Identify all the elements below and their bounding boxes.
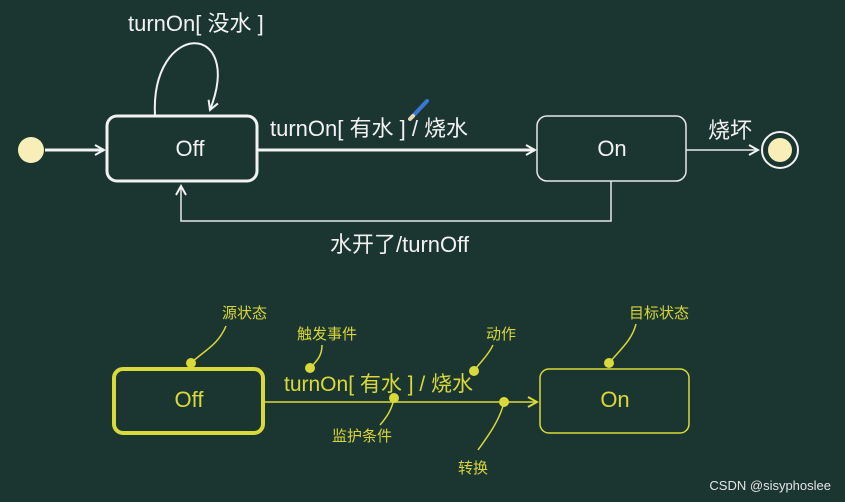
final-state: [761, 131, 799, 169]
annotation-transition: 转换: [458, 397, 509, 477]
self-loop-arrow: [153, 42, 219, 117]
annotation-trigger-event-label: 触发事件: [297, 325, 357, 343]
off-state-label: Off: [176, 136, 206, 161]
bottom-diagram: Off turnOn[ 有水 ] / 烧水 On 源状态 触发事件 动作: [112, 304, 690, 477]
annotation-target-state: 目标状态: [604, 304, 689, 368]
annotation-source-state-label: 源状态: [222, 304, 267, 322]
on-to-off-return-arrow: [181, 181, 612, 222]
annotation-action-label: 动作: [486, 325, 516, 343]
to-final-label: 烧坏: [708, 118, 752, 143]
self-loop-label: turnOn[ 没水 ]: [128, 11, 264, 36]
annotation-trigger-event: 触发事件: [297, 325, 357, 373]
return-label: 水开了/turnOff: [330, 232, 470, 257]
bottom-on-state-label: On: [600, 387, 629, 412]
bottom-off-state-label: Off: [175, 387, 205, 412]
annotation-guard-condition: 监护条件: [332, 393, 399, 445]
pen-icon: [408, 99, 429, 121]
top-diagram: Off turnOn[ 没水 ] turnOn[ 有水 ] / 烧水 On 烧坏…: [18, 11, 799, 257]
annotation-transition-label: 转换: [458, 459, 488, 477]
initial-state: [18, 137, 44, 163]
watermark: CSDN @sisyphoslee: [709, 478, 831, 493]
annotation-action: 动作: [469, 325, 516, 376]
bottom-on-state-box: [539, 368, 690, 434]
bottom-transition-label: turnOn[ 有水 ] / 烧水: [284, 373, 473, 396]
on-state-label: On: [597, 136, 626, 161]
off-state-box: [105, 114, 259, 183]
annotation-source-state: 源状态: [186, 304, 267, 368]
bottom-off-state-box: [112, 367, 265, 435]
annotation-target-state-label: 目标状态: [629, 304, 689, 322]
annotation-guard-condition-label: 监护条件: [332, 427, 392, 445]
off-to-on-label: turnOn[ 有水 ] / 烧水: [270, 116, 468, 141]
